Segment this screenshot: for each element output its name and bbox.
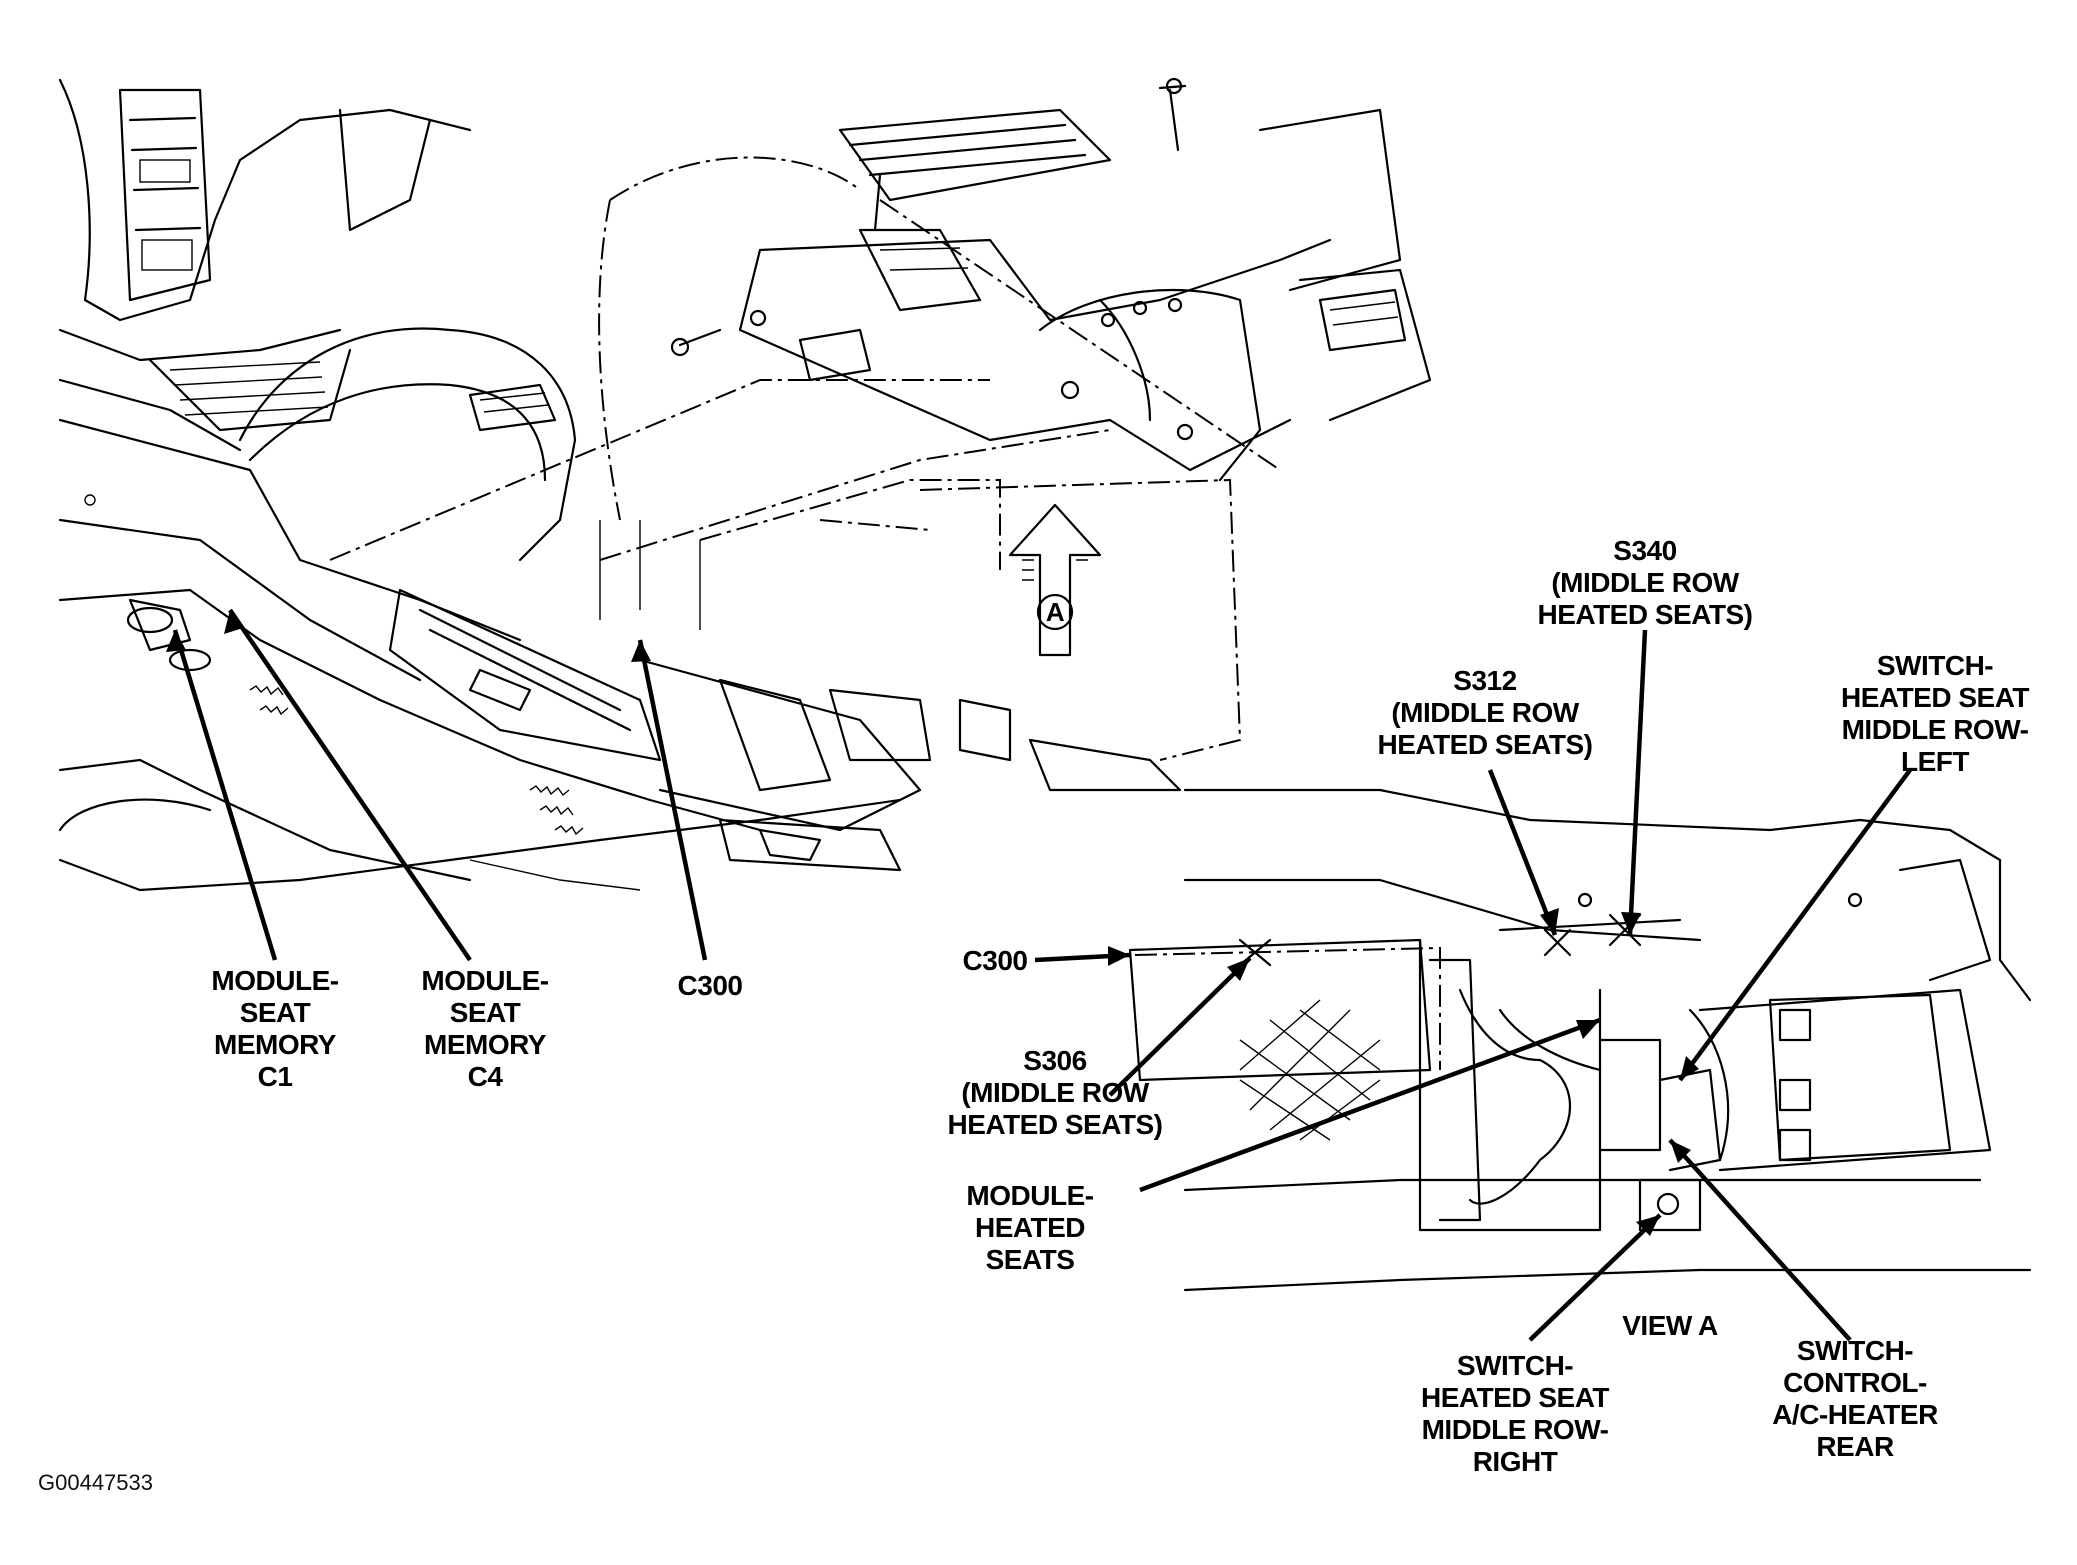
label-line: VIEW A [1622, 1310, 1718, 1341]
label-line: S306 [1023, 1045, 1087, 1076]
label-line: HEATED SEATS) [947, 1109, 1163, 1140]
label-line: S340 [1613, 535, 1677, 566]
label-line: C4 [467, 1061, 503, 1092]
label-s340: S340 (MIDDLE ROW HEATED SEATS) [1530, 535, 1760, 631]
label-line: C300 [677, 970, 743, 1001]
label-line: C1 [257, 1061, 293, 1092]
label-line: LEFT [1901, 746, 1970, 777]
leader-s306 [1108, 956, 1252, 1097]
label-line: HEATED [974, 1212, 1086, 1243]
label-line: C300 [962, 945, 1028, 976]
label-line: (MIDDLE ROW [1551, 567, 1739, 598]
label-line: CONTROL- [1783, 1367, 1927, 1398]
explode-guides [329, 156, 1281, 761]
label-module-seat-memory-c1: MODULE- SEAT MEMORY C1 [200, 965, 350, 1093]
leader-switch-left [1678, 768, 1912, 1082]
label-switch-right: SWITCH- HEATED SEAT MIDDLE ROW- RIGHT [1410, 1350, 1620, 1478]
label-line: MIDDLE ROW- [1421, 1414, 1609, 1445]
label-module-seat-memory-c4: MODULE- SEAT MEMORY C4 [410, 965, 560, 1093]
figure-id: G00447533 [38, 1470, 153, 1495]
label-switch-left: SWITCH- HEATED SEAT MIDDLE ROW- LEFT [1830, 650, 2040, 778]
label-line: SEATS [985, 1244, 1075, 1275]
label-switch-ac-heater: SWITCH- CONTROL- A/C-HEATER REAR [1760, 1335, 1950, 1463]
dashboard-drawing [58, 78, 472, 452]
label-line: SWITCH- [1456, 1350, 1574, 1381]
leader-lines [166, 608, 1912, 1342]
label-line: SEAT [449, 997, 521, 1028]
leader-module-heated-seats [1139, 1017, 1601, 1193]
label-line: HEATED SEAT [1421, 1382, 1609, 1413]
label-view-marker: A [1040, 596, 1070, 628]
leader-switch-ac-heater [1668, 1138, 1852, 1342]
floor-rails-drawing [58, 588, 1182, 892]
center-console-drawing [58, 327, 577, 682]
label-line: MIDDLE ROW- [1841, 714, 2029, 745]
label-line: RIGHT [1472, 1446, 1558, 1477]
rear-console-drawing [670, 77, 1432, 482]
label-line: REAR [1816, 1431, 1894, 1462]
leader-module-seat-memory-c4 [228, 608, 472, 962]
leader-c300-main [637, 639, 708, 961]
label-c300-view: C300 [950, 945, 1040, 977]
label-line: A [1045, 597, 1065, 627]
label-line: HEATED SEAT [1841, 682, 2029, 713]
label-view-a: VIEW A [1610, 1310, 1730, 1342]
label-s312: S312 (MIDDLE ROW HEATED SEATS) [1365, 665, 1605, 761]
label-module-heated-seats: MODULE- HEATED SEATS [950, 1180, 1110, 1276]
view-a-drawing [1128, 788, 2032, 1292]
label-c300-main: C300 [665, 970, 755, 1002]
leader-s340 [1627, 629, 1648, 936]
label-line: (MIDDLE ROW [961, 1077, 1149, 1108]
label-s306: S306 (MIDDLE ROW HEATED SEATS) [935, 1045, 1175, 1141]
leader-module-seat-memory-c1 [172, 629, 278, 961]
label-line: SWITCH- [1796, 1335, 1914, 1366]
label-line: HEATED SEATS) [1377, 729, 1593, 760]
label-line: SEAT [239, 997, 311, 1028]
label-line: (MIDDLE ROW [1391, 697, 1579, 728]
label-line: A/C-HEATER [1772, 1399, 1938, 1430]
label-line: SWITCH- [1876, 650, 1994, 681]
label-line: MODULE- [211, 965, 339, 996]
label-line: MEMORY [214, 1029, 336, 1060]
view-a-arrow [1008, 503, 1102, 657]
label-line: MEMORY [424, 1029, 546, 1060]
leader-switch-right [1528, 1213, 1662, 1342]
label-line: S312 [1453, 665, 1517, 696]
label-line: HEATED SEATS) [1537, 599, 1753, 630]
label-line: MODULE- [966, 1180, 1094, 1211]
leader-s312 [1487, 769, 1558, 936]
label-line: MODULE- [421, 965, 549, 996]
